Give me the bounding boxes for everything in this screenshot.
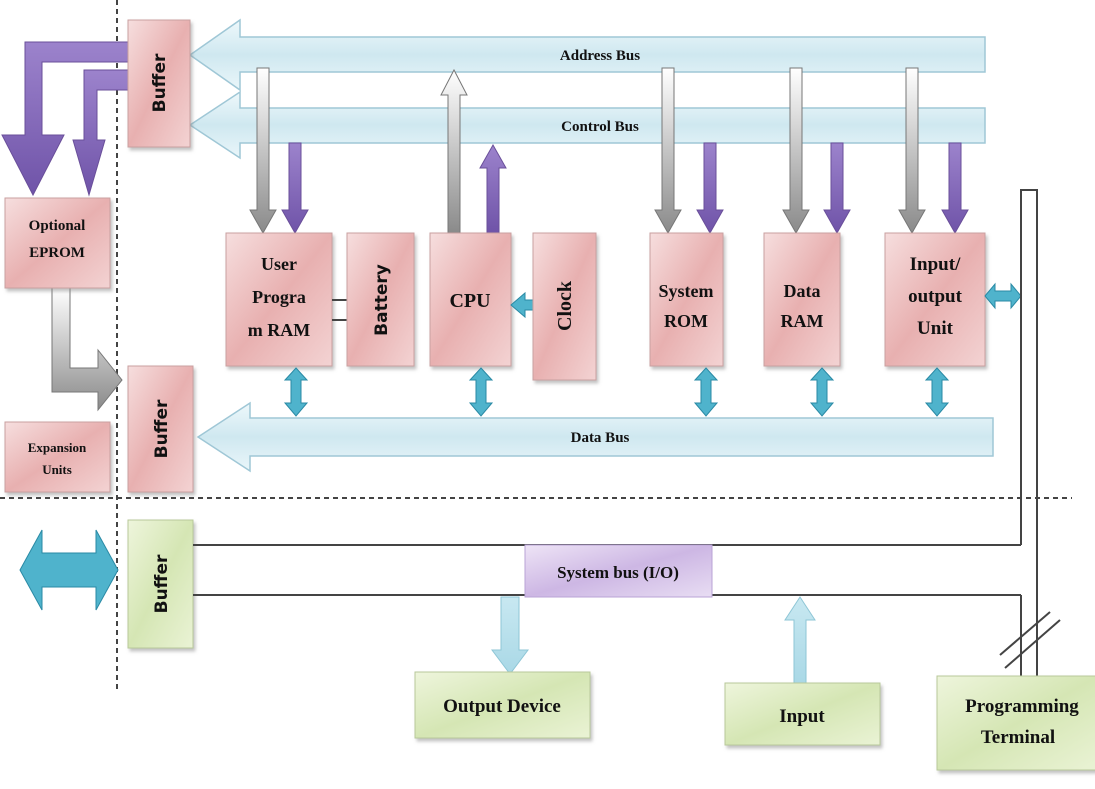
data-arrow-data-ram [809, 367, 835, 417]
address-arrows [249, 67, 926, 235]
expansion-bidirectional-arrow [19, 529, 119, 611]
output-arrow [491, 596, 529, 675]
address-arrow-io [898, 67, 926, 235]
control-arrow-system-rom [696, 142, 724, 235]
control-arrow-cpu-up [479, 143, 507, 234]
programming-terminal: Programming Terminal [936, 675, 1095, 771]
data-arrow-io [924, 367, 950, 417]
buffer-label: Buffer [150, 53, 170, 112]
user-ram-label-1: User [261, 254, 297, 274]
output-device: Output Device [414, 671, 591, 739]
buffer-label: Buffer [152, 399, 172, 458]
eprom-to-buffer-arrow [51, 287, 123, 412]
data-arrows [283, 367, 950, 417]
data-buffer: Buffer [127, 365, 194, 493]
input-arrow [784, 596, 816, 686]
data-arrow-cpu [468, 367, 494, 417]
break-mark [1004, 619, 1061, 669]
data-bus: Data Bus [196, 401, 994, 473]
io-bidirectional-arrow [984, 282, 1022, 310]
system-bus-label-box [524, 544, 713, 598]
io-label-1: Input/ [910, 254, 961, 275]
address-arrow-cpu-up [440, 68, 468, 234]
control-arrow-to-eprom-large [1, 41, 131, 197]
control-bus-label: Control Bus [561, 119, 639, 135]
battery: Battery [346, 232, 415, 367]
user-program-ram: User Progra m RAM [225, 232, 333, 367]
optional-eprom: Optional EPROM [4, 197, 111, 289]
break-mark [999, 611, 1051, 656]
address-control-buffer: Buffer [127, 19, 191, 148]
data-ram-label-1: Data [784, 281, 821, 301]
control-arrow-data-ram [823, 142, 851, 235]
address-bus-label: Address Bus [560, 48, 640, 64]
output-device-label: Output Device [443, 696, 561, 717]
io-unit: Input/ output Unit [884, 232, 986, 367]
system-rom-label-1: System [659, 281, 714, 301]
cpu: CPU [429, 232, 512, 367]
address-bus: Address Bus [188, 18, 986, 92]
input-device: Input [724, 682, 881, 746]
clock-label: Clock [554, 280, 576, 331]
control-bus: Control Bus [188, 90, 986, 160]
control-arrow-user-ram [281, 142, 309, 235]
data-bus-label: Data Bus [571, 430, 630, 446]
control-arrow-io [941, 142, 969, 235]
system-rom: System ROM [649, 232, 724, 367]
system-bus-label: System bus (I/O) [557, 563, 679, 582]
clock: Clock [532, 232, 597, 381]
data-ram-label-2: RAM [781, 311, 824, 331]
io-label-2: output [908, 286, 963, 307]
control-arrow-to-eprom-small [72, 69, 131, 197]
address-arrow-user-ram [249, 67, 277, 235]
terminal-label-1: Programming [965, 696, 1079, 717]
clock-to-cpu-arrow [510, 291, 534, 319]
data-ram: Data RAM [763, 232, 841, 367]
control-arrows [281, 142, 969, 235]
data-arrow-user-ram [283, 367, 309, 417]
data-arrow-system-rom [693, 367, 719, 417]
address-arrow-system-rom [654, 67, 682, 235]
expansion-label-1: Expansion [28, 440, 87, 455]
expansion-units: Expansion Units [4, 421, 111, 493]
io-label-3: Unit [917, 318, 954, 339]
battery-label: Battery [372, 264, 392, 336]
system-bus: System bus (I/O) [193, 544, 1021, 598]
input-device-label: Input [779, 706, 825, 727]
eprom-label-2: EPROM [29, 245, 85, 261]
terminal-label-2: Terminal [981, 727, 1055, 748]
user-ram-label-3: m RAM [248, 320, 310, 340]
terminal-wires [999, 189, 1061, 676]
buffer-label: Buffer [152, 554, 172, 613]
address-arrow-data-ram [782, 67, 810, 235]
expansion-label-2: Units [42, 462, 72, 477]
eprom-label-1: Optional [29, 218, 86, 234]
system-rom-label-2: ROM [664, 311, 708, 331]
cpu-label: CPU [449, 290, 490, 312]
system-buffer: Buffer [127, 519, 194, 649]
user-ram-label-2: Progra [252, 287, 306, 307]
